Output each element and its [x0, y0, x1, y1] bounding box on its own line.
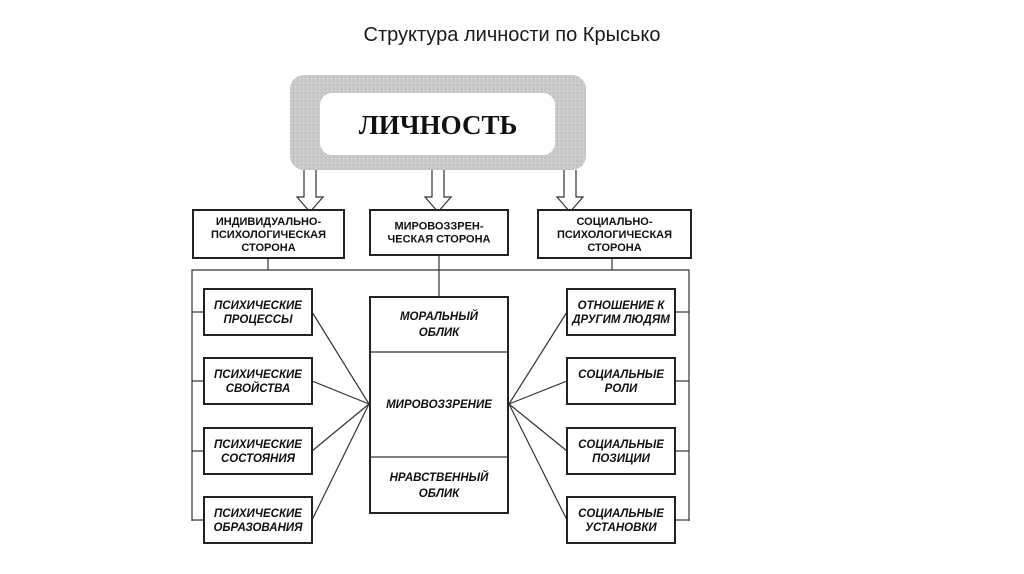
- node-label-line: ПСИХОЛОГИЧЕСКАЯ: [211, 229, 326, 241]
- node-label-line: СОЦИАЛЬНО-: [576, 216, 652, 228]
- right-item-node: ОТНОШЕНИЕ К ДРУГИМ ЛЮДЯМ: [566, 288, 676, 336]
- root-node: ЛИЧНОСТЬ: [290, 75, 586, 170]
- right-item-node: СОЦИАЛЬНЫЕ ПОЗИЦИИ: [566, 427, 676, 475]
- node-label-line: МОРАЛЬНЫЙ: [400, 310, 479, 323]
- node-label-line: ОБЛИК: [419, 327, 460, 339]
- node-label-line: СОЦИАЛЬНЫЕ: [578, 369, 664, 381]
- left-item-node: ПСИХИЧЕСКИЕ ОБРАЗОВАНИЯ: [203, 496, 313, 544]
- connector-lines: [191, 255, 690, 521]
- node-label-line: СОЦИАЛЬНЫЕ: [578, 439, 664, 451]
- right-item-node: СОЦИАЛЬНЫЕ УСТАНОВКИ: [566, 496, 676, 544]
- node-label-line: НРАВСТВЕННЫЙ: [390, 471, 490, 484]
- node-label-line: РОЛИ: [605, 383, 638, 395]
- node-label-line: СОЦИАЛЬНЫЕ: [578, 508, 664, 520]
- node-label-line: ПРОЦЕССЫ: [223, 314, 293, 326]
- node-label-line: ИНДИВИДУАЛЬНО-: [216, 216, 322, 228]
- left-item-node: ПСИХИЧЕСКИЕ СОСТОЯНИЯ: [203, 427, 313, 475]
- node-label-line: ОБЛИК: [419, 488, 460, 500]
- node-label-line: ОТНОШЕНИЕ К: [578, 300, 666, 312]
- node-label-line: ПСИХОЛОГИЧЕСКАЯ: [557, 229, 672, 241]
- nodes: ИНДИВИДУАЛЬНО-ПСИХОЛОГИЧЕСКАЯСТОРОНАМИРО…: [192, 209, 692, 544]
- node-label-line: МИРОВОЗЗРЕНИЕ: [386, 399, 492, 411]
- arrows: [295, 170, 585, 213]
- down-arrow-icon: [423, 170, 453, 213]
- node-label-line: ПОЗИЦИИ: [592, 453, 651, 465]
- node-label-line: ДРУГИМ ЛЮДЯМ: [571, 314, 670, 326]
- center-node: МОРАЛЬНЫЙ ОБЛИК МИРОВОЗЗРЕНИЕ НРАВСТВЕННЫЙ О…: [369, 296, 509, 514]
- side-node: МИРОВОЗЗРЕН-ЧЕСКАЯ СТОРОНА: [369, 209, 509, 256]
- node-label-line: ПСИХИЧЕСКИЕ: [214, 508, 302, 520]
- right-item-node: СОЦИАЛЬНЫЕ РОЛИ: [566, 357, 676, 405]
- down-arrow-icon: [555, 170, 585, 213]
- left-item-node: ПСИХИЧЕСКИЕ ПРОЦЕССЫ: [203, 288, 313, 336]
- node-label-line: ПСИХИЧЕСКИЕ: [214, 369, 302, 381]
- node-label-line: СВОЙСТВА: [226, 382, 291, 395]
- node-label-line: СТОРОНА: [587, 242, 641, 254]
- node-label-line: ЧЕСКАЯ СТОРОНА: [388, 234, 491, 246]
- node-label-line: МИРОВОЗЗРЕН-: [394, 221, 483, 233]
- node-label-line: ПСИХИЧЕСКИЕ: [214, 439, 302, 451]
- node-label-line: УСТАНОВКИ: [585, 522, 657, 534]
- node-label-line: ПСИХИЧЕСКИЕ: [214, 300, 302, 312]
- root-label: ЛИЧНОСТЬ: [359, 110, 518, 140]
- slide-title: Структура личности по Крысько: [363, 24, 661, 46]
- down-arrow-icon: [295, 170, 325, 213]
- node-label-line: СОСТОЯНИЯ: [221, 453, 296, 465]
- node-label-line: ОБРАЗОВАНИЯ: [213, 522, 303, 534]
- node-label-line: СТОРОНА: [241, 242, 295, 254]
